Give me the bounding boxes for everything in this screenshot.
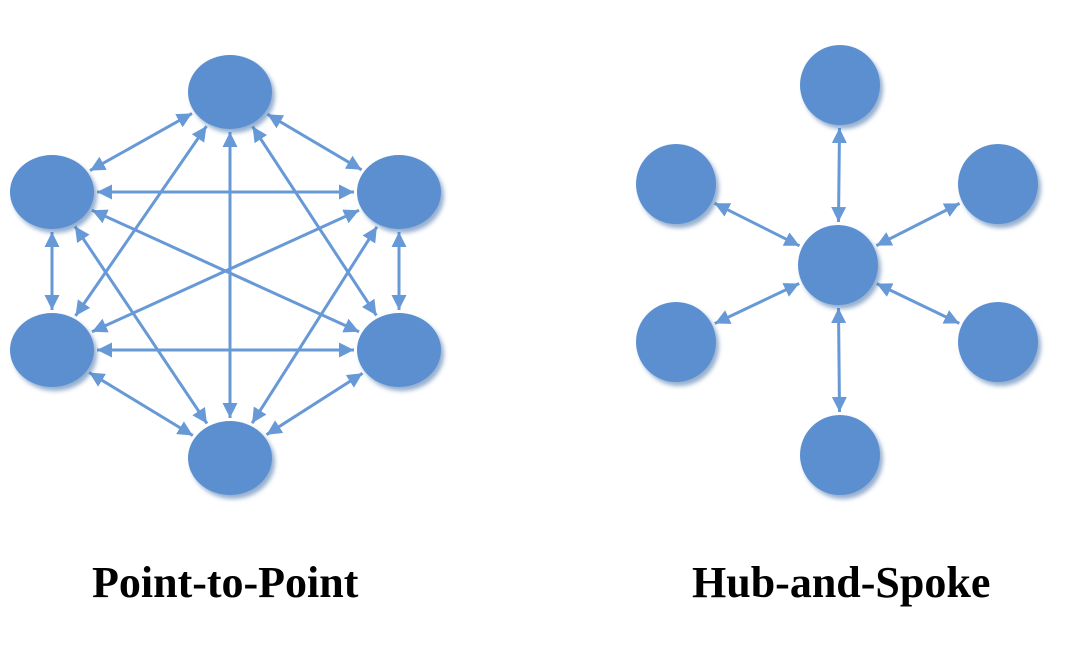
- spoke-edge-3: [876, 282, 960, 325]
- hub-and-spoke-nodes: [636, 45, 1038, 495]
- hub-and-spoke-caption: Hub-and-Spoke: [692, 558, 991, 607]
- p2p-node-6: [10, 155, 94, 229]
- spoke-node-5: [636, 302, 716, 382]
- spoke-node-3: [958, 302, 1038, 382]
- hub-node: [798, 225, 878, 305]
- point-to-point-nodes: [10, 55, 441, 495]
- point-to-point-caption: Point-to-Point: [92, 558, 359, 607]
- p2p-node-1: [188, 55, 272, 129]
- spoke-edge-1: [831, 127, 847, 223]
- point-to-point-edges: [44, 112, 407, 437]
- p2p-edge-0-1: [266, 112, 363, 172]
- p2p-edge-3-4: [88, 371, 194, 437]
- hub-and-spoke-edges: [713, 127, 961, 413]
- spoke-edge-6: [713, 201, 801, 248]
- p2p-node-5: [10, 313, 94, 387]
- p2p-node-2: [357, 155, 441, 229]
- spoke-node-2: [958, 144, 1038, 224]
- spoke-node-1: [800, 45, 880, 125]
- p2p-edge-0-2: [251, 125, 378, 317]
- p2p-node-3: [357, 313, 441, 387]
- p2p-edge-2-3: [265, 372, 364, 436]
- p2p-edge-1-3: [250, 225, 379, 425]
- spoke-edge-4: [831, 307, 847, 413]
- spoke-node-6: [636, 144, 716, 224]
- point-to-point-diagram: [10, 55, 441, 495]
- spoke-edge-2: [875, 202, 961, 247]
- spoke-node-4: [800, 415, 880, 495]
- p2p-edge-0-5: [89, 112, 193, 172]
- spoke-edge-5: [714, 282, 800, 325]
- hub-and-spoke-diagram: [636, 45, 1038, 495]
- p2p-node-4: [188, 421, 272, 495]
- p2p-edge-3-5: [73, 225, 209, 425]
